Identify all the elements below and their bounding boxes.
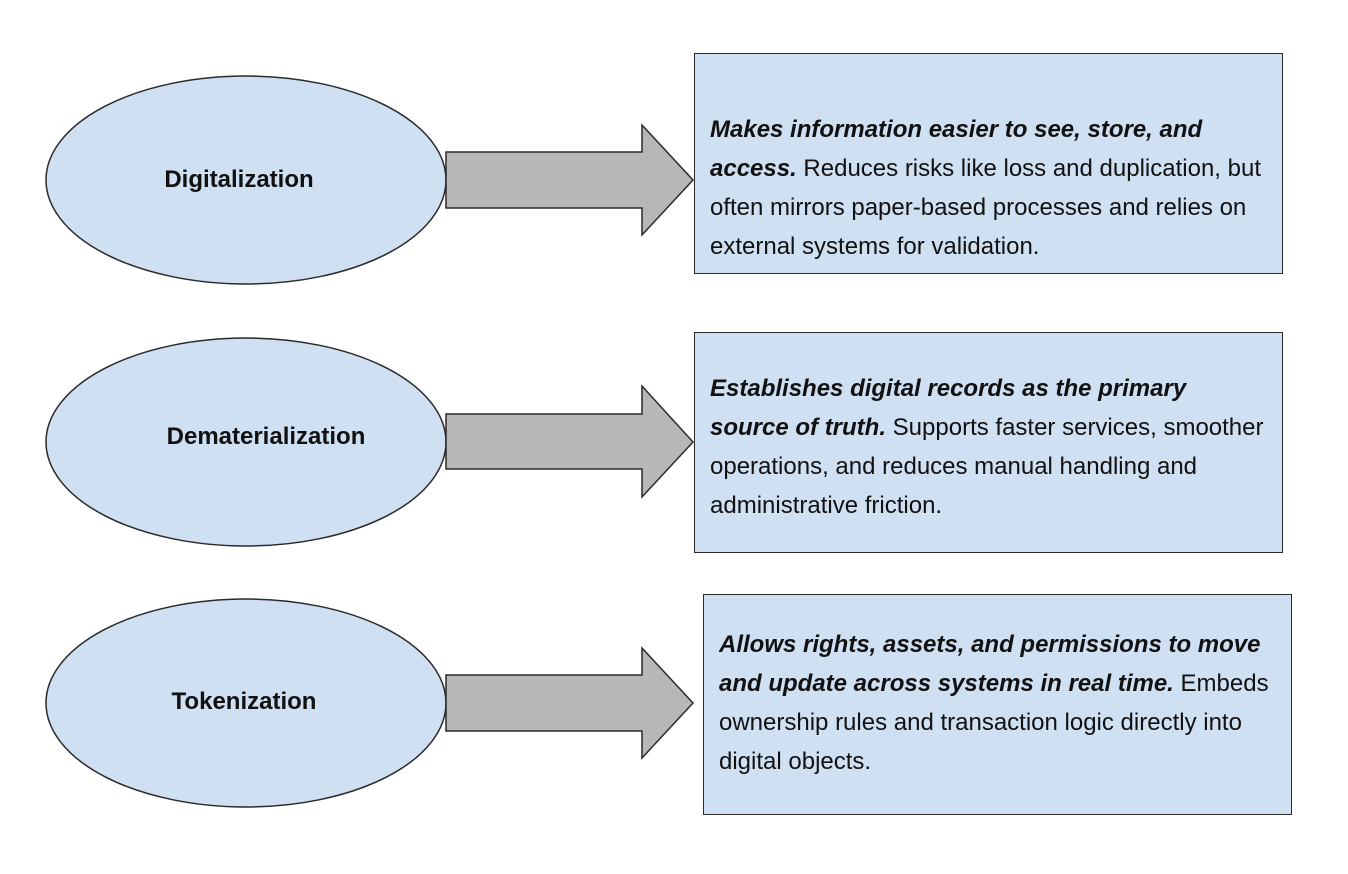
arrow-icon-digitalization: [445, 123, 695, 237]
concept-label-tokenization: Tokenization: [171, 688, 317, 715]
arrow-icon-dematerialization: [445, 384, 695, 499]
description-body: Embeds ownership rules and transaction l…: [719, 670, 1269, 775]
description-box-tokenization: Allows rights, assets, and permissions t…: [703, 594, 1292, 815]
concept-label-digitalization: Digitalization: [164, 166, 314, 193]
description-box-digitalization: Makes information easier to see, store, …: [694, 53, 1283, 274]
description-lead: Makes information easier to see, store, …: [710, 116, 1203, 182]
description-box-dematerialization: Establishes digital records as the prima…: [694, 332, 1283, 553]
concept-label-dematerialization: Dematerialization: [166, 423, 366, 450]
description-body: Reduces risks like loss and duplication,…: [710, 155, 1261, 260]
description-lead: Establishes digital records as the prima…: [710, 375, 1187, 441]
arrow-icon-tokenization: [445, 646, 695, 760]
description-lead: Allows rights, assets, and permissions t…: [719, 631, 1261, 697]
description-body: Supports faster services, smoother opera…: [710, 414, 1264, 519]
